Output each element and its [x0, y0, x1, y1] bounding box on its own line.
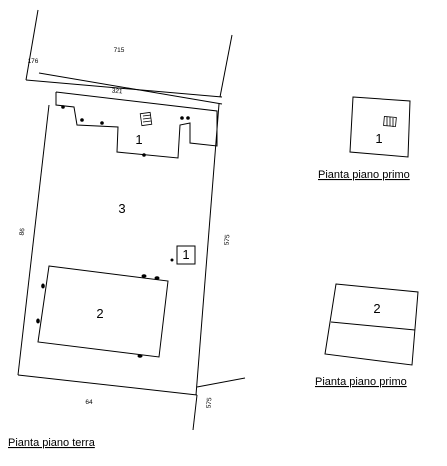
- lot-line-south: [17, 374, 198, 396]
- first-floor-2-divider: [330, 321, 416, 331]
- lot-line-east: [195, 103, 220, 396]
- annex-1-outline: [176, 245, 196, 265]
- parcel-64: 64: [85, 399, 93, 406]
- parcel-575-b: 575: [206, 397, 214, 409]
- first-floor-1-outline: [349, 96, 411, 158]
- first-floor-2-caption: Pianta piano primo: [315, 376, 407, 388]
- mark: [154, 276, 160, 280]
- first-floor-plan-2: 2 Pianta piano primo: [315, 283, 419, 388]
- parcel-715: 715: [114, 47, 125, 54]
- mark: [137, 354, 143, 358]
- mark: [41, 283, 45, 289]
- parcel-176: 176: [28, 58, 39, 65]
- first-floor-2-outline: [324, 283, 419, 366]
- first-floor-1-label: 1: [375, 131, 382, 146]
- lot-line-north: [25, 79, 223, 98]
- mark: [100, 121, 104, 125]
- lot-line-south-east-2: [196, 377, 246, 388]
- first-floor-1-caption: Pianta piano primo: [318, 169, 410, 181]
- site-plan: 715 176 321 86 575 64 575 1 3 1 2 Pianta…: [8, 9, 246, 449]
- building-2-label: 2: [96, 306, 103, 321]
- lot-line-west-upper: [25, 9, 39, 81]
- mark: [142, 153, 146, 157]
- building-2-outline: [37, 265, 169, 358]
- building-3-label: 3: [118, 201, 125, 216]
- lot-line-west: [17, 104, 50, 376]
- building-1-label: 1: [135, 132, 142, 147]
- first-floor-plan-1: 1 Pianta piano primo: [318, 96, 411, 181]
- first-floor-2-label: 2: [373, 301, 380, 316]
- mark: [80, 118, 84, 122]
- lot-line-south-east: [192, 394, 198, 431]
- building-1-outline: [55, 91, 218, 159]
- mark: [36, 318, 40, 324]
- parcel-321: 321: [111, 88, 123, 96]
- stair-icon: [383, 116, 397, 127]
- lot-line-east-upper: [219, 34, 233, 98]
- stair-icon: [139, 111, 153, 127]
- annex-1-label: 1: [182, 247, 189, 262]
- parcel-575-a: 575: [224, 234, 232, 246]
- parcel-86: 86: [19, 227, 27, 235]
- mark: [180, 116, 184, 120]
- mark: [186, 116, 190, 120]
- mark: [170, 258, 174, 262]
- mark: [61, 105, 65, 109]
- ground-floor-caption: Pianta piano terra: [8, 437, 96, 449]
- mark: [141, 274, 147, 278]
- lot-line-north-2: [38, 72, 223, 105]
